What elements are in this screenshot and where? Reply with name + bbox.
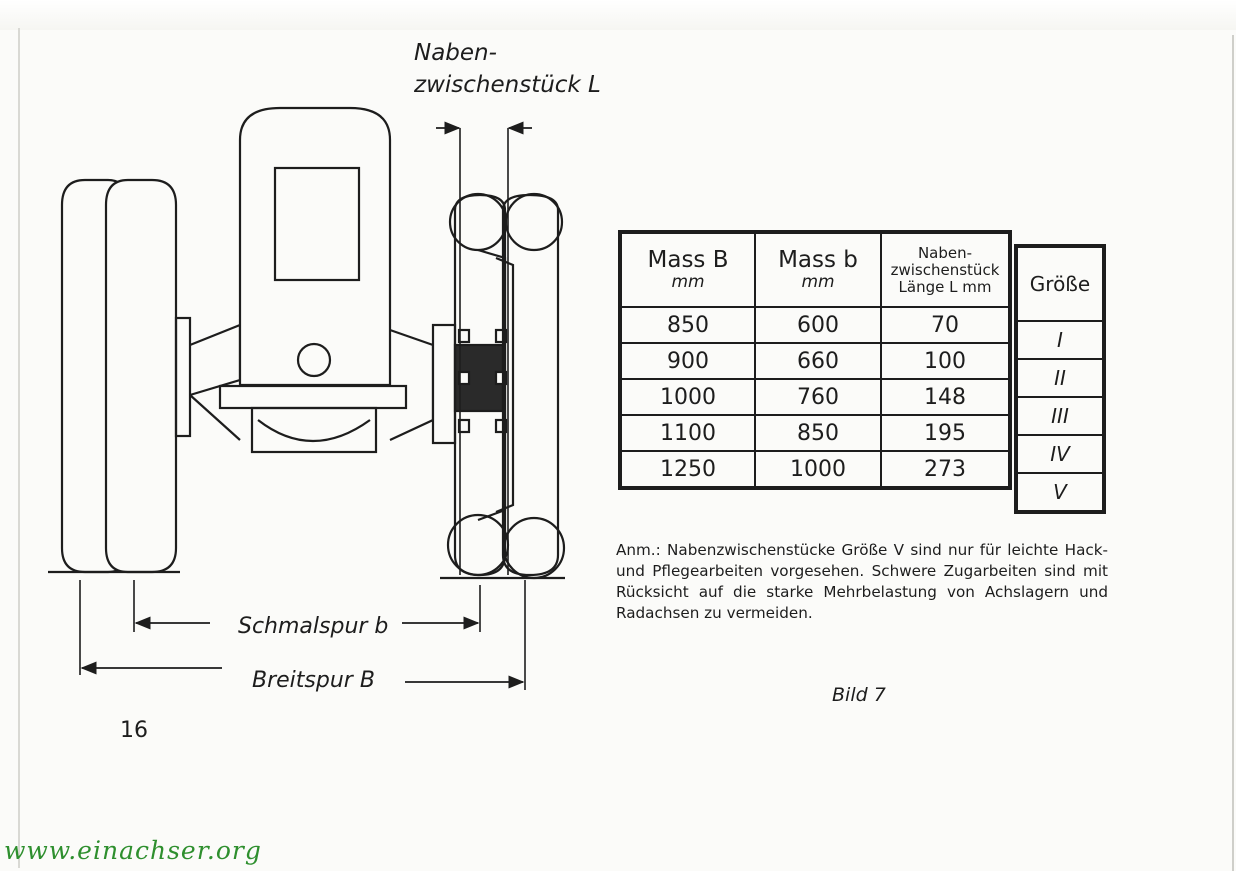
size-cell: III bbox=[1015, 396, 1105, 436]
cell-mass-B: 850 bbox=[619, 306, 756, 344]
cell-mass-b: 1000 bbox=[754, 450, 882, 489]
engine-window bbox=[273, 166, 361, 282]
cell-hub-length: 273 bbox=[880, 450, 1011, 489]
annotation-note: Anm.: Nabenzwischenstücke Größe V sind n… bbox=[616, 541, 1108, 622]
page-top-edge bbox=[0, 0, 1236, 30]
hub-spacer-label-line1: Naben- bbox=[414, 40, 497, 66]
cell-mass-b: 760 bbox=[754, 378, 882, 416]
left-hub bbox=[174, 316, 192, 438]
page-number: 16 bbox=[120, 718, 148, 743]
left-axle-arm bbox=[189, 323, 242, 397]
table-row: 1100 850 195 bbox=[619, 414, 1011, 452]
engine-shaft bbox=[296, 342, 332, 378]
cell-mass-b: 850 bbox=[754, 414, 882, 452]
header-hub-length: Naben- zwischenstück Länge L mm bbox=[880, 231, 1011, 308]
wide-track-label: Breitspur B bbox=[252, 668, 375, 693]
cell-mass-B: 900 bbox=[619, 342, 756, 380]
size-table: Größe I II III IV V bbox=[1014, 244, 1106, 514]
page-left-edge bbox=[18, 28, 20, 868]
header-mass-B: Mass B mm bbox=[619, 231, 756, 308]
size-cell: I bbox=[1015, 320, 1105, 360]
size-cell: IV bbox=[1015, 434, 1105, 474]
narrow-track-label: Schmalspur b bbox=[238, 614, 389, 639]
cell-mass-B: 1000 bbox=[619, 378, 756, 416]
page-right-edge bbox=[1232, 35, 1234, 871]
axle-plate bbox=[218, 384, 408, 410]
cell-hub-length: 195 bbox=[880, 414, 1011, 452]
table-row: 850 600 70 bbox=[619, 306, 1011, 344]
cell-hub-length: 70 bbox=[880, 306, 1011, 344]
figure-caption: Bild 7 bbox=[832, 684, 886, 706]
left-wheel-inner bbox=[104, 178, 178, 574]
cell-mass-b: 660 bbox=[754, 342, 882, 380]
right-wheel-wide bbox=[501, 192, 566, 580]
table-row: 1000 760 148 bbox=[619, 378, 1011, 416]
table-header-row: Mass B mm Mass b mm Naben- zwischenstück… bbox=[619, 231, 1011, 308]
engine-body bbox=[238, 106, 392, 387]
axle-housing bbox=[250, 406, 378, 454]
cell-hub-length: 148 bbox=[880, 378, 1011, 416]
cell-mass-b: 600 bbox=[754, 306, 882, 344]
hub-spacer-label-line2: zwischenstück L bbox=[414, 72, 601, 98]
cell-mass-B: 1250 bbox=[619, 450, 756, 489]
cell-hub-length: 100 bbox=[880, 342, 1011, 380]
track-dimension-table: Mass B mm Mass b mm Naben- zwischenstück… bbox=[618, 230, 1012, 490]
header-mass-b: Mass b mm bbox=[754, 231, 882, 308]
header-size: Größe bbox=[1015, 245, 1105, 322]
table-row: 1250 1000 273 bbox=[619, 450, 1011, 489]
wheel-rim bbox=[477, 248, 507, 522]
cell-mass-B: 1100 bbox=[619, 414, 756, 452]
size-cell: II bbox=[1015, 358, 1105, 398]
right-hub-flange bbox=[431, 323, 457, 445]
watermark-link[interactable]: www.einachser.org bbox=[4, 836, 262, 865]
size-cell: V bbox=[1015, 472, 1105, 513]
table-row: 900 660 100 bbox=[619, 342, 1011, 380]
